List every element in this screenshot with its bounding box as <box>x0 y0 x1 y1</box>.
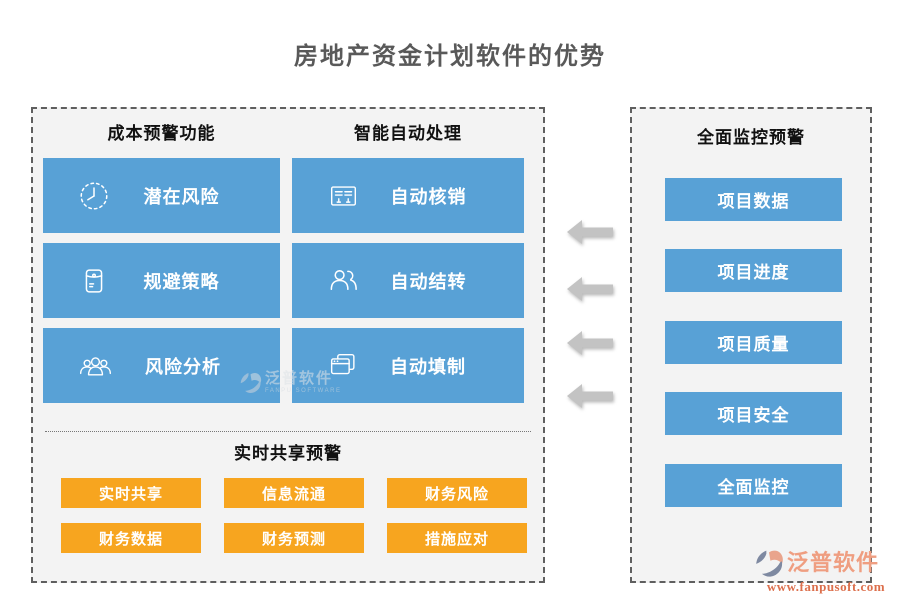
monitor-item-project-progress: 项目进度 <box>665 249 842 292</box>
two-people-icon <box>326 264 361 297</box>
feature-label: 自动核销 <box>390 186 467 207</box>
tag-financial-data: 财务数据 <box>61 523 201 553</box>
page-title: 房地产资金计划软件的优势 <box>294 43 606 70</box>
fanpu-logo-text: 泛普软件 <box>787 550 880 575</box>
section-header-full-monitoring: 全面监控预警 <box>697 128 805 147</box>
feature-block-potential-risk: 潜在风险 <box>43 158 280 233</box>
id-card-icon <box>326 179 361 213</box>
section-header-auto-processing: 智能自动处理 <box>354 124 462 143</box>
tag-info-flow: 信息流通 <box>224 478 364 508</box>
monitor-item-project-safety: 项目安全 <box>665 392 842 435</box>
feature-block-auto-filling: 自动填制 <box>292 328 524 403</box>
tag-financial-forecast: 财务预测 <box>224 523 364 553</box>
feature-label: 自动填制 <box>390 356 466 377</box>
monitor-item-project-quality: 项目质量 <box>665 321 842 364</box>
left-arrow-icon <box>567 331 613 355</box>
tag-realtime-share: 实时共享 <box>61 478 201 508</box>
feature-label: 潜在风险 <box>143 186 220 207</box>
left-arrow-icon <box>567 277 613 301</box>
tag-financial-risk: 财务风险 <box>387 478 527 508</box>
fanpu-logo: 泛普软件 www.fanpusoft.com <box>754 548 898 595</box>
section-header-cost-warning: 成本预警功能 <box>107 124 216 143</box>
monitor-item-project-data: 项目数据 <box>665 178 842 221</box>
left-panel: 成本预警功能 智能自动处理 潜在风险 规避策 <box>31 107 545 583</box>
feature-block-auto-writeoff: 自动核销 <box>292 158 524 233</box>
clock-icon <box>77 179 111 213</box>
feature-label: 自动结转 <box>390 271 467 292</box>
overlapping-windows-icon <box>326 349 360 383</box>
feature-label: 风险分析 <box>145 356 221 377</box>
feature-block-risk-analysis: 风险分析 <box>43 328 280 403</box>
left-arrow-icon <box>567 384 613 408</box>
section-header-realtime-share: 实时共享预警 <box>234 444 342 463</box>
feature-label: 规避策略 <box>143 271 220 292</box>
feature-block-auto-carryforward: 自动结转 <box>292 243 524 318</box>
fanpu-logo-icon <box>756 550 783 577</box>
right-panel: 全面监控预警 项目数据 项目进度 项目质量 项目安全 全面监控 <box>630 107 872 583</box>
tag-measure-response: 措施应对 <box>387 523 527 553</box>
section-divider <box>45 431 531 432</box>
feature-block-avoidance-strategy: 规避策略 <box>43 243 280 318</box>
monitor-item-full-monitoring: 全面监控 <box>665 464 842 507</box>
people-group-icon <box>77 350 114 382</box>
fanpu-logo-url: www.fanpusoft.com <box>766 579 886 594</box>
wallet-icon <box>77 264 111 298</box>
left-arrow-icon <box>567 220 613 244</box>
